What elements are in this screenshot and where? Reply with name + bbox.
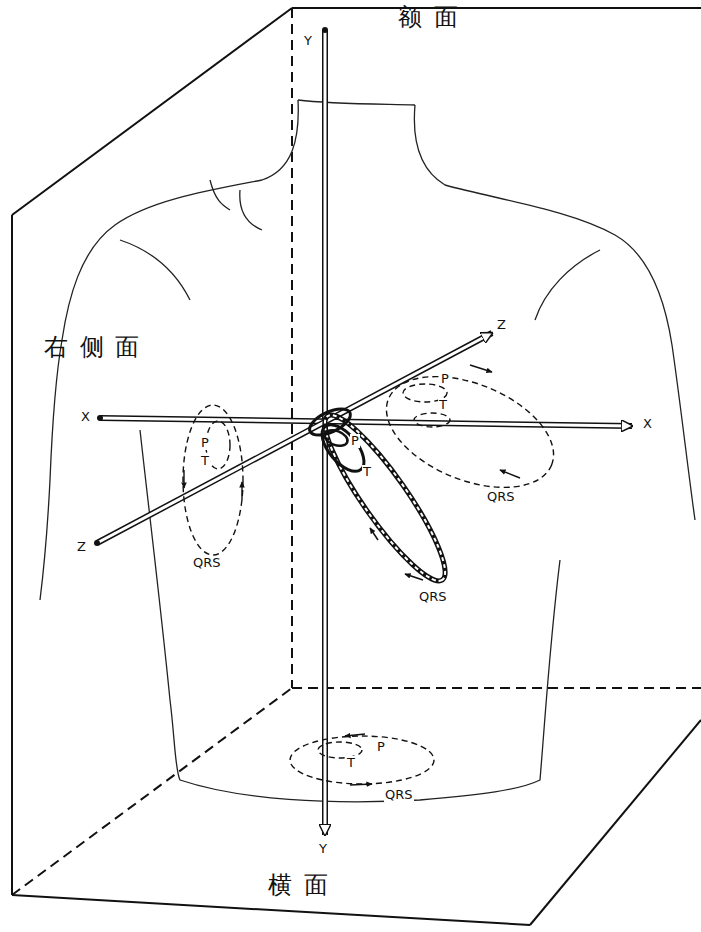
t-loop [414, 413, 450, 427]
loop-label: T [438, 398, 448, 412]
loop-label: QRS [192, 556, 222, 570]
plane-name: 右 侧 面 [44, 334, 141, 360]
torso-outline [40, 100, 695, 802]
plane-edge [11, 215, 13, 895]
direction-arrow [350, 784, 372, 785]
axis-label: Z [496, 318, 507, 332]
plane-edge [12, 688, 292, 895]
axis-end [94, 540, 100, 546]
loop-label: T [200, 454, 210, 468]
axis-label: Y [318, 842, 328, 856]
direction-arrow [345, 734, 365, 736]
planes [12, 8, 701, 925]
loop-label: T [346, 756, 356, 770]
transverse-projection [290, 736, 434, 784]
loop-label: P [200, 436, 210, 450]
axis-x [100, 418, 632, 426]
axis-label: X [80, 410, 91, 424]
plane-edge [12, 895, 530, 925]
axis-x [100, 418, 632, 426]
qrs-loop [183, 405, 243, 555]
loop-label: QRS [486, 490, 516, 504]
torso-outline [414, 105, 695, 520]
loop-label: P [440, 372, 450, 386]
torso-outline [40, 100, 298, 600]
axes [94, 27, 632, 835]
plane-name: 横 面 [268, 872, 330, 898]
qrs-loop [290, 736, 434, 784]
plane-edge [530, 720, 701, 925]
qrs-loop [370, 355, 569, 510]
sagittal-projection [183, 405, 243, 555]
plane-edge [12, 8, 292, 215]
direction-arrow [500, 470, 520, 478]
loop-label: QRS [384, 788, 414, 802]
frontal-projection [370, 355, 569, 510]
loop-ring [306, 404, 354, 441]
plane-name: 额 面 [398, 4, 460, 30]
spatial-loops [306, 403, 461, 592]
plane-edge [291, 8, 293, 688]
plane-edge [292, 687, 701, 689]
axis-end [97, 415, 103, 421]
neck-line [210, 180, 262, 230]
direction-arrow [405, 574, 423, 580]
axis-end [322, 27, 328, 33]
loop-label: P [350, 434, 360, 448]
shoulder-line [120, 240, 600, 320]
axis-label: Z [76, 540, 87, 554]
loop-label: P [376, 740, 386, 754]
axis-label: X [642, 417, 653, 431]
loop-label: T [362, 465, 372, 479]
axis-label: Y [303, 34, 313, 48]
direction-arrow [241, 482, 242, 500]
direction-arrow [370, 528, 378, 540]
loop-label: QRS [418, 590, 448, 604]
torso-outline [298, 100, 415, 105]
plane-edge [292, 7, 701, 9]
direction-arrow [183, 470, 184, 488]
direction-arrow [470, 365, 492, 372]
axis-z [97, 333, 492, 543]
axis-z [97, 333, 492, 543]
